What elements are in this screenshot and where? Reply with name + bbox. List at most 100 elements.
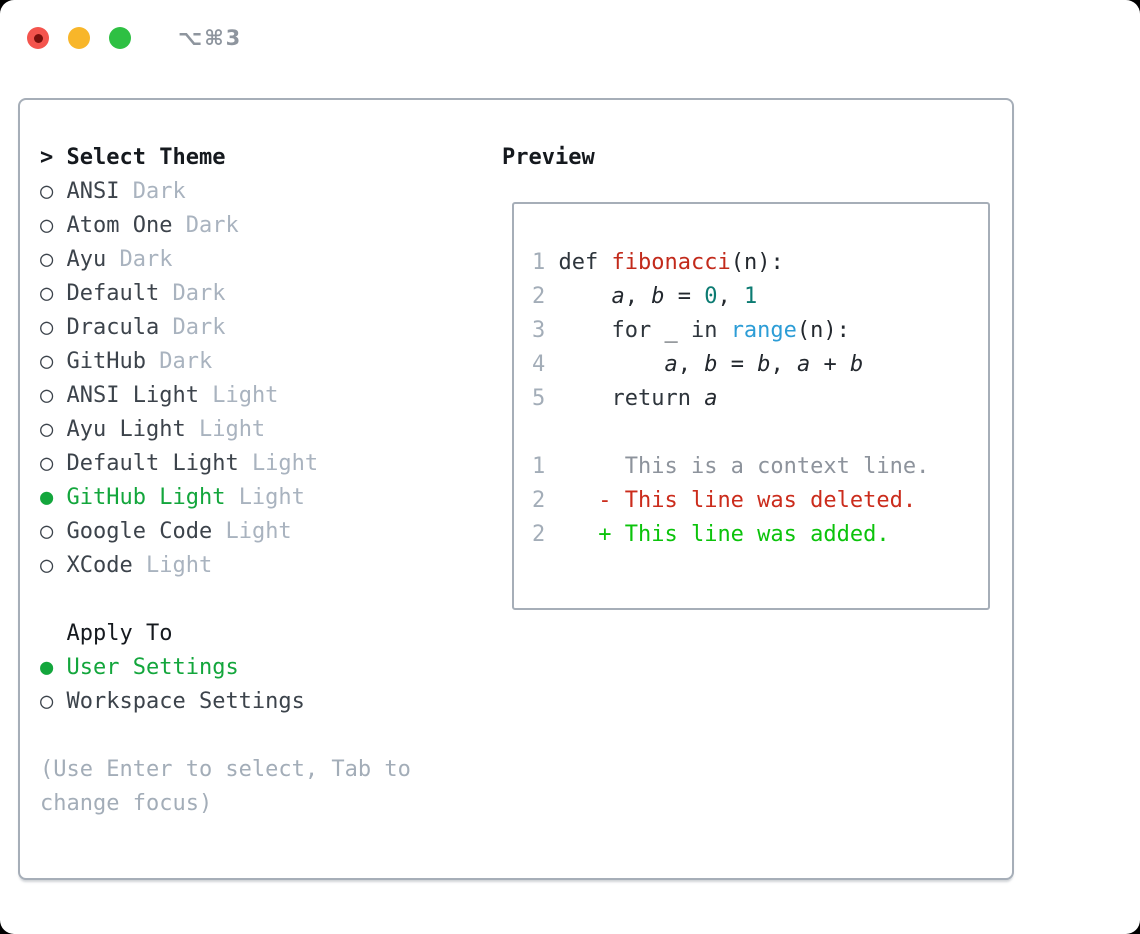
code-segment: b (651, 284, 665, 309)
code-segment (559, 284, 612, 309)
theme-name: GitHub Light (66, 485, 239, 510)
theme-picker-panel: > Select Theme ○ ANSI Dark○ Atom One Dar… (18, 98, 1014, 880)
radio-unselected-icon: ○ (40, 179, 67, 204)
code-segment: - This line was deleted. (558, 488, 917, 513)
radio-unselected-icon: ○ (40, 247, 67, 272)
code-line: 1 def fibonacci(n): (532, 246, 988, 280)
code-segment (559, 352, 665, 377)
code-segment: fibonacci (611, 250, 731, 275)
line-number: 3 (532, 318, 559, 343)
theme-option-google-code[interactable]: ○ Google Code Light (40, 515, 318, 549)
theme-variant-tag: Light (238, 485, 305, 510)
line-number: 1 (532, 454, 559, 479)
code-segment: = (664, 284, 705, 309)
theme-name: ANSI (66, 179, 133, 204)
theme-option-ansi[interactable]: ○ ANSI Dark (40, 175, 318, 209)
code-segment: , (677, 352, 705, 377)
radio-unselected-icon: ○ (40, 383, 67, 408)
theme-option-xcode[interactable]: ○ XCode Light (40, 549, 318, 583)
line-number: 2 (532, 522, 559, 547)
theme-name: XCode (66, 553, 146, 578)
theme-name: Default Light (66, 451, 252, 476)
code-segment: 1 (743, 284, 758, 309)
theme-list-header: > Select Theme (40, 141, 318, 175)
line-number: 5 (532, 386, 559, 411)
code-segment: , (770, 352, 797, 377)
code-segment: a (796, 352, 811, 377)
theme-name: ANSI Light (66, 383, 213, 408)
code-segment: b (704, 352, 718, 377)
radio-unselected-icon: ○ (40, 213, 67, 238)
code-line: 1 This is a context line. (532, 450, 988, 484)
theme-name: GitHub (66, 349, 160, 374)
code-segment: def (558, 250, 612, 275)
theme-option-default[interactable]: ○ Default Dark (40, 277, 318, 311)
theme-name: Google Code (66, 519, 226, 544)
zoom-button[interactable] (109, 27, 131, 49)
code-line: 2 + This line was added. (532, 518, 988, 552)
window-title: ⌥⌘3 (178, 26, 243, 50)
radio-selected-icon: ● (40, 485, 67, 510)
apply-to-title: Apply To (66, 621, 173, 646)
apply-option-workspace-settings[interactable]: ○ Workspace Settings (40, 685, 305, 719)
theme-variant-tag: Light (225, 519, 292, 544)
line-number: 4 (532, 352, 559, 377)
apply-to-section: Apply To ● User Settings○ Workspace Sett… (40, 617, 305, 719)
theme-variant-tag: Dark (119, 247, 173, 272)
theme-option-atom-one[interactable]: ○ Atom One Dark (40, 209, 318, 243)
code-segment: = (717, 352, 758, 377)
radio-unselected-icon: ○ (40, 553, 67, 578)
minimize-button[interactable] (68, 27, 90, 49)
code-line: 2 a, b = 0, 1 (532, 280, 988, 314)
help-text: (Use Enter to select, Tab to change focu… (40, 757, 411, 816)
theme-list-title: Select Theme (66, 145, 226, 170)
radio-unselected-icon: ○ (40, 281, 67, 306)
line-number: 2 (532, 488, 559, 513)
code-segment: + (810, 352, 850, 377)
theme-option-github[interactable]: ○ GitHub Dark (40, 345, 318, 379)
code-segment: a (664, 352, 678, 377)
prompt-caret-icon: > (40, 145, 67, 170)
theme-variant-tag: Light (198, 417, 266, 442)
preview-title: Preview (502, 145, 595, 170)
close-button[interactable] (27, 27, 49, 49)
theme-variant-tag: Dark (159, 349, 213, 374)
theme-name: Ayu (66, 247, 120, 272)
theme-option-ayu[interactable]: ○ Ayu Dark (40, 243, 318, 277)
theme-variant-tag: Dark (185, 213, 239, 238)
code-segment: 0 (704, 284, 718, 309)
code-segment: a (704, 386, 718, 411)
theme-name: Ayu Light (66, 417, 199, 442)
titlebar: ⌥⌘3 (27, 26, 242, 50)
theme-variant-tag: Light (251, 451, 319, 476)
apply-option-user-settings[interactable]: ● User Settings (40, 651, 305, 685)
code-line: 3 for _ in range(n): (532, 314, 988, 348)
code-segment: (n): (730, 250, 784, 275)
theme-name: Atom One (66, 213, 186, 238)
theme-variant-tag: Dark (172, 281, 226, 306)
radio-unselected-icon: ○ (40, 315, 67, 340)
code-segment: b (757, 352, 771, 377)
radio-unselected-icon: ○ (40, 689, 67, 714)
apply-option-label: User Settings (66, 655, 239, 680)
line-number: 2 (532, 284, 559, 309)
theme-variant-tag: Dark (132, 179, 186, 204)
theme-option-ansi-light[interactable]: ○ ANSI Light Light (40, 379, 318, 413)
theme-option-dracula[interactable]: ○ Dracula Dark (40, 311, 318, 345)
code-segment: + This line was added. (558, 522, 890, 547)
theme-option-github-light[interactable]: ● GitHub Light Light (40, 481, 318, 515)
apply-to-header: Apply To (40, 617, 305, 651)
radio-unselected-icon: ○ (40, 417, 67, 442)
radio-unselected-icon: ○ (40, 349, 67, 374)
theme-option-ayu-light[interactable]: ○ Ayu Light Light (40, 413, 318, 447)
code-segment: (n): (796, 318, 850, 343)
apply-option-label: Workspace Settings (66, 689, 305, 714)
theme-option-default-light[interactable]: ○ Default Light Light (40, 447, 318, 481)
radio-unselected-icon: ○ (40, 519, 67, 544)
indent-spacer (40, 621, 67, 646)
theme-name: Dracula (66, 315, 173, 340)
line-number: 1 (532, 250, 559, 275)
theme-variant-tag: Light (145, 553, 213, 578)
theme-name: Default (66, 281, 173, 306)
